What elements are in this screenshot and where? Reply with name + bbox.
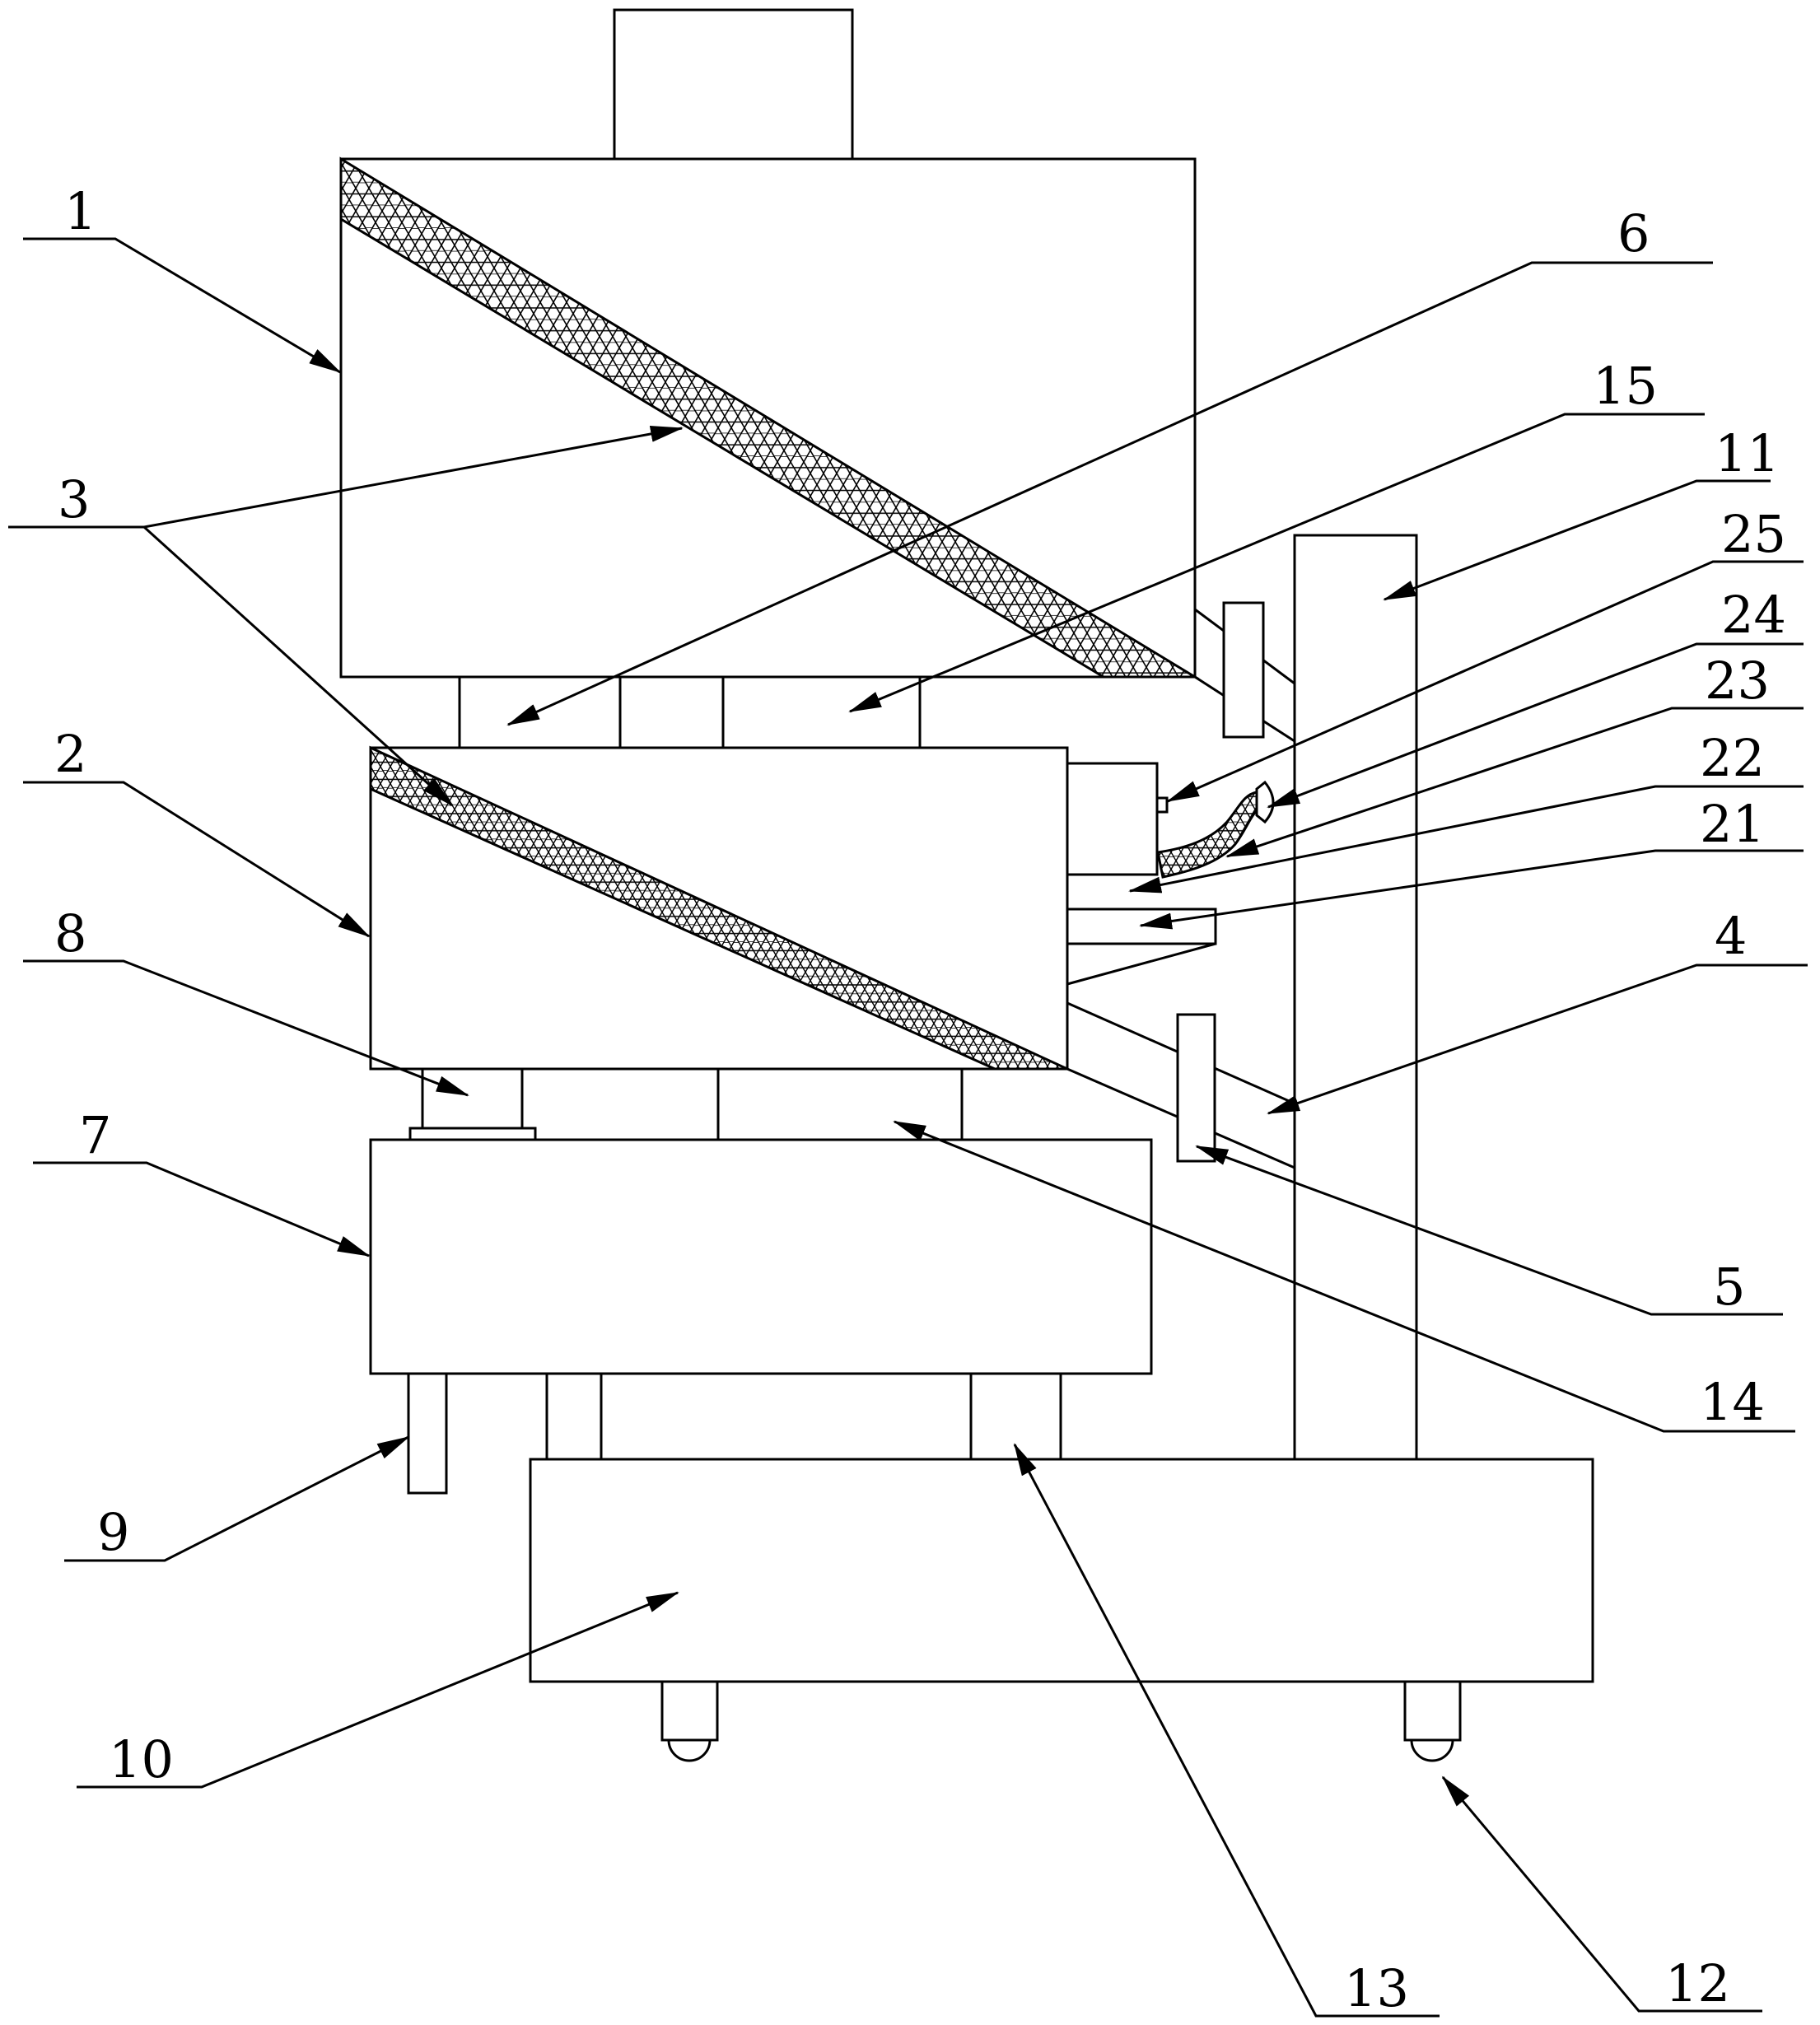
leader-11 — [1383, 479, 1771, 601]
leader-21 — [1139, 849, 1804, 930]
label-3: 3 — [58, 469, 90, 530]
label-9: 9 — [97, 1502, 129, 1562]
feed-inlet — [613, 8, 854, 161]
flexible-hose — [1156, 791, 1266, 879]
label-10: 10 — [109, 1729, 174, 1789]
label-2: 2 — [54, 724, 86, 784]
label-8: 8 — [54, 903, 86, 964]
upper-post-left — [458, 675, 622, 749]
lower-post — [716, 1067, 964, 1141]
leader-14 — [893, 1120, 1795, 1433]
label-13: 13 — [1344, 1958, 1409, 2018]
leader-25 — [1166, 560, 1804, 803]
base-box — [529, 1458, 1594, 1683]
leader-4 — [1267, 964, 1808, 1115]
leader-23 — [1225, 707, 1804, 858]
leader-8 — [23, 959, 469, 1097]
label-11: 11 — [1715, 423, 1780, 483]
leader-12 — [1441, 1775, 1762, 2013]
support-brace — [1066, 942, 1216, 986]
collecting-box — [369, 1138, 1153, 1375]
wheel-left — [667, 1738, 712, 1762]
label-24: 24 — [1721, 585, 1786, 645]
label-15: 15 — [1593, 356, 1658, 416]
leader-7 — [33, 1161, 371, 1257]
label-23: 23 — [1705, 651, 1770, 711]
leader-5 — [1195, 1145, 1783, 1316]
label-1: 1 — [64, 181, 96, 241]
leader-10 — [77, 1591, 679, 1789]
vibration-pad — [421, 1067, 524, 1130]
leader-22 — [1128, 785, 1804, 894]
leader-24 — [1267, 642, 1804, 809]
outlet-pipe — [407, 1372, 448, 1495]
wheel-right — [1410, 1738, 1454, 1762]
leader-1 — [23, 237, 342, 374]
label-25: 25 — [1721, 504, 1786, 564]
label-6: 6 — [1617, 203, 1650, 264]
middle-screen-mesh — [369, 745, 1068, 1071]
leader-2 — [23, 781, 371, 938]
label-7: 7 — [79, 1105, 111, 1165]
upper-bracket — [1222, 601, 1265, 739]
wheel-mount-left — [660, 1680, 719, 1742]
label-12: 12 — [1665, 1953, 1730, 2013]
nozzle — [1255, 780, 1275, 824]
label-22: 22 — [1700, 728, 1765, 788]
upper-post-right — [721, 675, 922, 749]
leader-13 — [1013, 1443, 1440, 2018]
label-21: 21 — [1700, 794, 1765, 854]
label-14: 14 — [1700, 1372, 1765, 1432]
wheel-mount-right — [1403, 1680, 1462, 1742]
pad-plate — [408, 1127, 537, 1141]
leg-left — [545, 1372, 603, 1461]
leader-6 — [506, 261, 1713, 726]
leader-3b — [142, 525, 454, 807]
leader-15 — [848, 413, 1705, 713]
leader-9 — [64, 1435, 410, 1562]
label-5: 5 — [1713, 1257, 1745, 1317]
motor-housing — [1066, 762, 1159, 876]
upper-screen-mesh — [339, 156, 1200, 679]
leader-lines — [8, 237, 1808, 2018]
vertical-column — [1293, 534, 1418, 1461]
switch-button — [1155, 796, 1169, 814]
lower-bracket — [1176, 1013, 1216, 1163]
label-4: 4 — [1715, 906, 1747, 966]
